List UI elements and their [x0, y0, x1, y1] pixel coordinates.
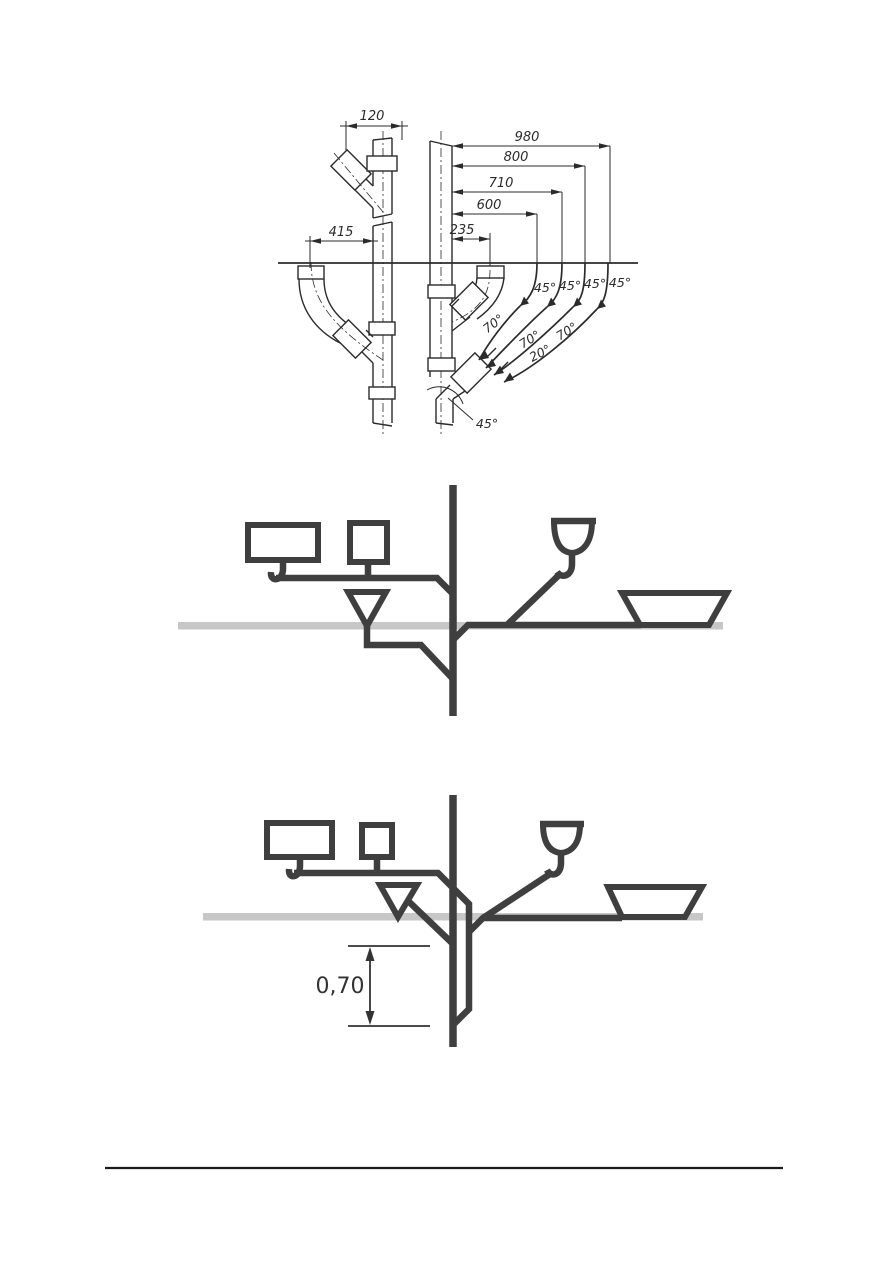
outlet-angle-label: 45°: [476, 416, 498, 431]
dim-label-600: 600: [477, 198, 502, 213]
left-pipe-coupling-top: [366, 155, 398, 172]
right-collector-pipe: [466, 914, 622, 935]
left-collector-pipe: [276, 574, 456, 597]
sink-symbol: [245, 522, 321, 563]
dimension-lines: 120 415 980 800 710 600 235: [305, 109, 611, 268]
left-pipe-upper: [372, 137, 393, 218]
small-fixture-symbol: [359, 822, 395, 860]
left-pipe-coupling-mid: [368, 321, 396, 336]
funnel-branch-pipe: [481, 871, 552, 921]
bend-45-label-3: 45°: [584, 276, 606, 291]
bathtub-symbol: [616, 590, 733, 628]
left-collector-bypass-pipe: [294, 869, 473, 1027]
right-elbow-fitting: [448, 280, 490, 322]
right-elbow-join: [451, 298, 471, 332]
floor-drain-pipe: [363, 622, 456, 682]
left-elbow-fitting: [331, 318, 373, 360]
pipe-break-symbol: [372, 213, 393, 227]
right-pipe-coupling-upper: [427, 284, 456, 299]
left-elbow-centerline: [310, 261, 384, 361]
floor-drain-symbol: [342, 589, 392, 633]
dim-label-710: 710: [489, 176, 514, 191]
funnel-trap: [544, 853, 565, 878]
small-fixture-symbol: [347, 520, 390, 565]
dim-label-120: 120: [360, 109, 385, 124]
offset-depth-label: 0,70: [316, 974, 365, 999]
bend-45-label-1: 45°: [534, 280, 556, 295]
outlet-angle-leader: [447, 397, 474, 421]
angle-arc: [426, 386, 464, 405]
scheme-offset-connection: 0,70: [203, 795, 708, 1047]
dim-label-800: 800: [504, 150, 529, 165]
left-branch-centerline: [333, 152, 384, 213]
offset-depth-dimension: 0,70: [316, 945, 430, 1027]
funnel-bowl: [551, 520, 595, 557]
right-collector-pipe: [450, 621, 641, 643]
dimension-drop-lines: [536, 146, 611, 263]
installation-dimension-drawing: 45° 120 415 980 800 710: [278, 109, 638, 437]
funnel-branch-pipe: [505, 572, 562, 627]
sink-symbol: [264, 820, 335, 860]
funnel-trap: [554, 553, 576, 579]
right-pipe-walls: [429, 140, 453, 377]
floor-drain-symbol: [374, 882, 423, 923]
swing-annotations: 45° 45° 45° 45° 70° 70° 20° 70°: [478, 262, 631, 383]
bend-45-label-4: 45°: [609, 275, 631, 290]
dim-label-415: 415: [329, 225, 354, 240]
left-pipe-assembly: [297, 131, 398, 437]
right-pipe-outlet: [435, 384, 466, 426]
funnel-bowl: [540, 823, 583, 857]
floor-drain-pipe: [401, 894, 455, 946]
right-pipe-coupling-lower: [427, 357, 456, 372]
right-elbow-centerline: [451, 269, 491, 323]
left-pipe-coupling-low: [368, 386, 396, 400]
swing-label-1: 70°: [480, 311, 507, 336]
scheme-direct-connection: [178, 485, 733, 716]
bend-45-label-2: 45°: [559, 278, 581, 293]
dim-label-235: 235: [450, 223, 475, 238]
bathtub-symbol: [603, 884, 708, 920]
left-branch-fitting: [329, 148, 373, 192]
right-pipe-assembly: 45°: [426, 131, 509, 437]
dim-label-980: 980: [515, 130, 540, 145]
wye-45-fitting: [449, 351, 493, 395]
right-elbow-coupling: [476, 265, 505, 279]
left-elbow-join: [361, 329, 374, 364]
